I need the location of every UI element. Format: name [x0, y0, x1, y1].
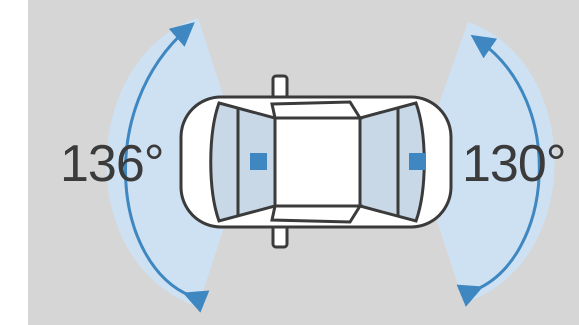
- right-arc-arrow-icon: [456, 34, 541, 307]
- right-sensor-angle-label: 130°: [462, 135, 567, 193]
- car-roof: [273, 116, 362, 208]
- car-bottom-window: [270, 204, 363, 224]
- car-top-window: [270, 100, 363, 120]
- right-sensor-icon: [409, 153, 426, 170]
- car-top-mirror: [271, 74, 289, 100]
- left-arc-arrow-icon: [124, 22, 210, 313]
- car-left-windshield: [209, 101, 277, 223]
- left-sensor-icon: [250, 153, 267, 170]
- left-sensor-angle-label: 136°: [60, 135, 165, 193]
- car-body-lines: [236, 108, 400, 216]
- car-right-windshield: [358, 101, 426, 223]
